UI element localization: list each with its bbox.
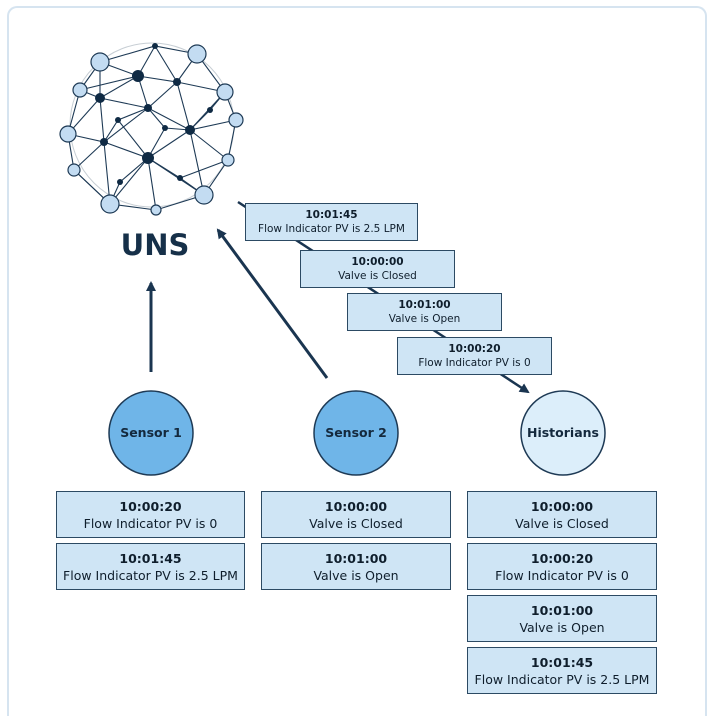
message-time: 10:01:45 — [305, 209, 358, 221]
log-time: 10:01:45 — [530, 654, 594, 670]
historian-log-entry: 10:00:20 Flow Indicator PV is 0 — [467, 543, 657, 590]
log-text: Flow Indicator PV is 0 — [495, 567, 629, 583]
historians-label: Historians — [527, 425, 599, 440]
sensor1-log-entry: 10:00:20 Flow Indicator PV is 0 — [56, 491, 245, 538]
historian-log-entry: 10:01:45 Flow Indicator PV is 2.5 LPM — [467, 647, 657, 694]
sensor1-node — [108, 390, 194, 476]
log-text: Flow Indicator PV is 0 — [83, 515, 218, 531]
log-time: 10:00:00 — [324, 498, 388, 514]
historian-log-entry: 10:00:00 Valve is Closed — [467, 491, 657, 538]
sensor2-log-entry: 10:01:00 Valve is Open — [261, 543, 451, 590]
message-text: Valve is Open — [388, 313, 461, 325]
sensor2-log-entry: 10:00:00 Valve is Closed — [261, 491, 451, 538]
log-text: Flow Indicator PV is 2.5 LPM — [63, 567, 238, 583]
log-time: 10:00:20 — [530, 550, 594, 566]
uns-label: UNS — [120, 228, 190, 262]
message-time: 10:00:00 — [351, 256, 404, 268]
log-time: 10:00:00 — [530, 498, 594, 514]
stream-message: 10:01:00 Valve is Open — [347, 293, 502, 331]
historian-log-entry: 10:01:00 Valve is Open — [467, 595, 657, 642]
message-time: 10:01:00 — [398, 299, 451, 311]
log-text: Valve is Open — [519, 619, 605, 635]
message-text: Valve is Closed — [338, 270, 417, 282]
sensor1-log-entry: 10:01:45 Flow Indicator PV is 2.5 LPM — [56, 543, 245, 590]
stream-message: 10:00:20 Flow Indicator PV is 0 — [397, 337, 552, 375]
sensor2-label: Sensor 2 — [325, 425, 387, 440]
diagram-frame — [7, 6, 707, 716]
log-text: Flow Indicator PV is 2.5 LPM — [474, 671, 650, 687]
stream-message: 10:00:00 Valve is Closed — [300, 250, 455, 288]
stream-message: 10:01:45 Flow Indicator PV is 2.5 LPM — [245, 203, 418, 241]
log-time: 10:01:00 — [530, 602, 594, 618]
sensor2-to-uns-arrow — [216, 228, 329, 379]
message-time: 10:00:20 — [448, 343, 501, 355]
log-text: Valve is Closed — [515, 515, 609, 531]
sensor1-label: Sensor 1 — [120, 425, 182, 440]
log-time: 10:00:20 — [119, 498, 182, 514]
historians-node — [520, 390, 606, 476]
message-text: Flow Indicator PV is 0 — [418, 357, 531, 369]
log-text: Valve is Closed — [309, 515, 403, 531]
network-nodes — [95, 43, 239, 185]
log-time: 10:01:00 — [324, 550, 388, 566]
network-outer-nodes — [59, 44, 244, 216]
log-text: Valve is Open — [313, 567, 399, 583]
sensor2-node — [313, 390, 399, 476]
log-time: 10:01:45 — [119, 550, 182, 566]
message-text: Flow Indicator PV is 2.5 LPM — [258, 223, 405, 235]
